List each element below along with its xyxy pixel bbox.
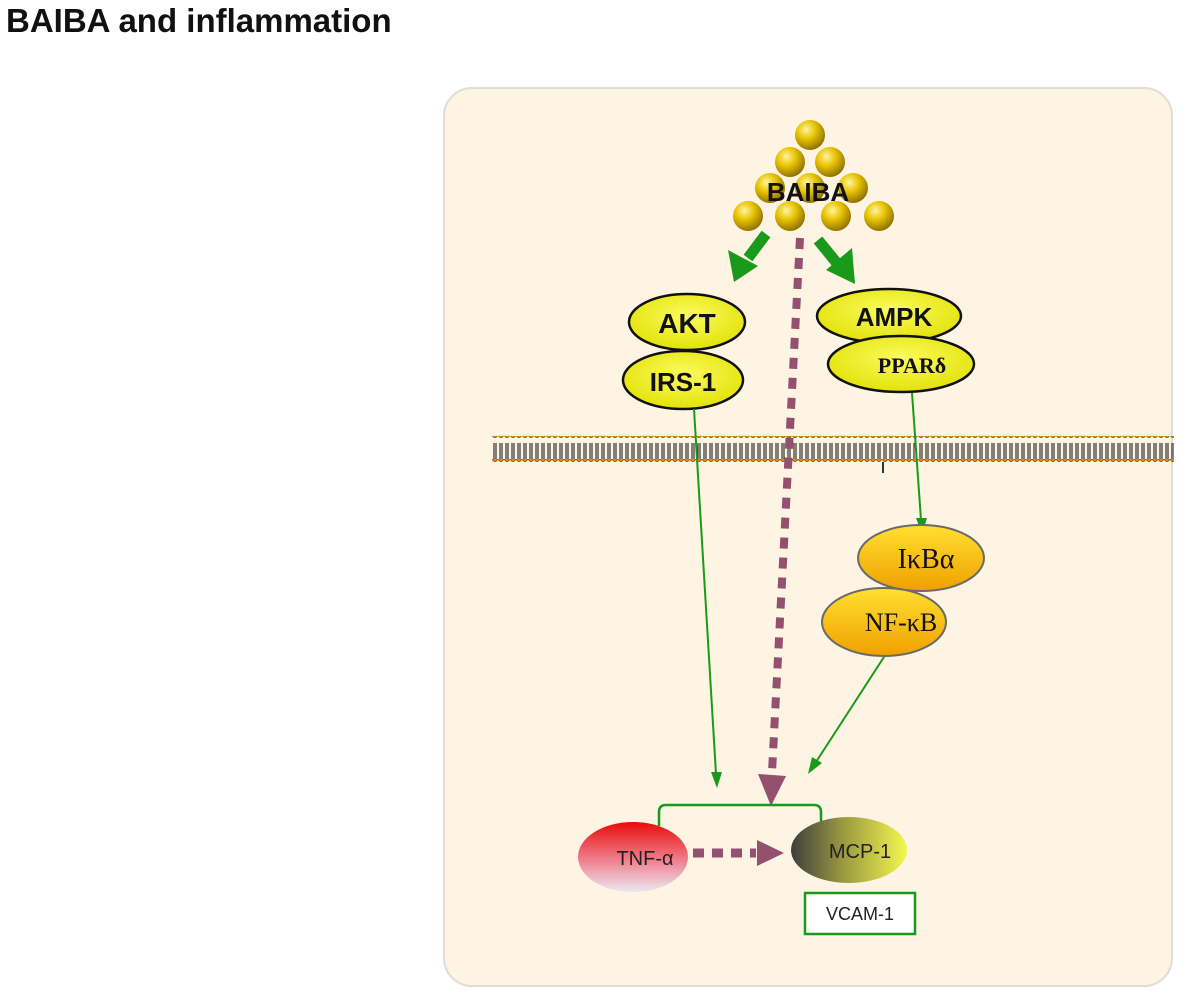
irs1-to-cytokines-arrow	[693, 408, 722, 788]
ppard-node	[826, 334, 976, 394]
baiba-label: BAIBA	[767, 177, 850, 207]
baiba-molecule-cluster	[733, 120, 894, 231]
irs1-node	[621, 349, 745, 411]
cytokine-bracket	[657, 803, 823, 826]
page-title: BAIBA and inflammation	[6, 2, 392, 39]
mcp1-node	[791, 817, 907, 883]
vcam1-box	[803, 891, 917, 936]
irs1-label: IRS-1	[650, 367, 716, 397]
ikba-label: IκBα	[898, 544, 955, 575]
cell-membrane	[492, 436, 1174, 473]
tnfa-label: TNF-α	[616, 848, 673, 870]
nfkb-label: NF-κB	[865, 608, 937, 637]
ppard-label: PPARδ	[878, 353, 946, 378]
vcam1-label: VCAM-1	[826, 904, 894, 924]
tnfa-node	[578, 822, 688, 892]
baiba-to-ampk-arrow	[813, 236, 855, 284]
nfkb-node	[821, 587, 947, 657]
nfkb-to-cytokines-arrow	[808, 639, 896, 774]
baiba-direct-dotted-arrow	[758, 237, 804, 806]
baiba-to-akt-arrow	[728, 230, 771, 282]
ikba-node	[857, 524, 985, 592]
tnfa-to-mcp1-dotted-arrow	[693, 840, 784, 866]
mcp1-label: MCP-1	[829, 841, 891, 863]
cell-panel	[443, 87, 1173, 987]
akt-label: AKT	[658, 308, 716, 339]
ampk-label: AMPK	[856, 302, 933, 332]
